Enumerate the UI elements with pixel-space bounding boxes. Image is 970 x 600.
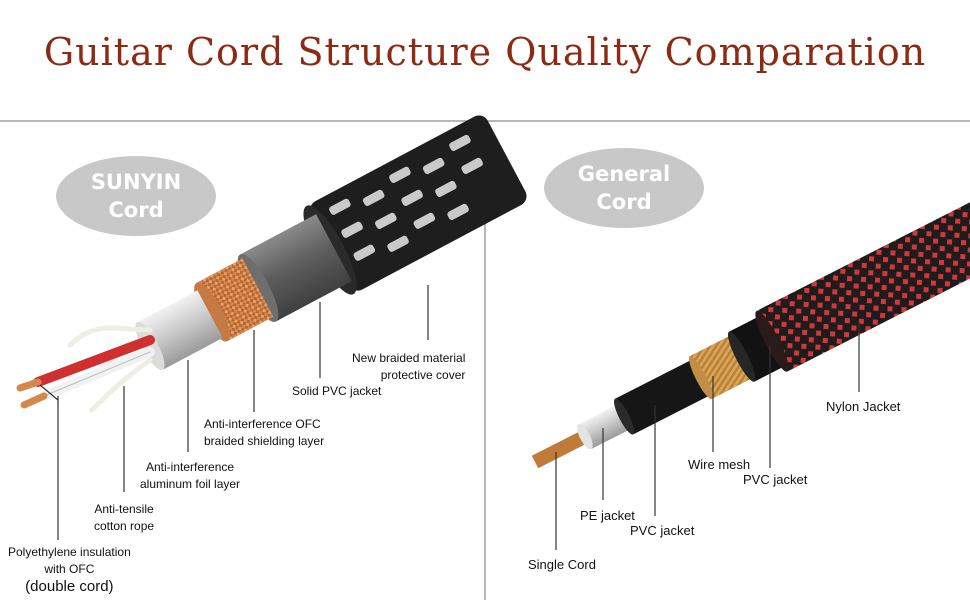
label-polyethylene-insulation: Polyethylene insulation with OFC (double… [8, 544, 131, 595]
sunyin-badge: SUNYIN Cord [56, 156, 216, 236]
page-title: Guitar Cord Structure Quality Comparatio… [43, 30, 927, 74]
sunyin-badge-line2: Cord [108, 198, 164, 222]
label-pe-jacket: PE jacket [580, 508, 635, 523]
general-badge-line2: Cord [596, 190, 652, 214]
label-aluminum-foil-line1: Anti-interference [146, 460, 235, 474]
sunyin-callout-lines [39, 285, 429, 540]
label-ofc-shielding-line1: Anti-interference OFC [204, 417, 321, 431]
label-pvc-jacket-outer: PVC jacket [743, 472, 808, 487]
sunyin-cable-drawing [16, 115, 527, 413]
label-aluminum-foil-line2: aluminum foil layer [140, 477, 241, 491]
sunyin-badge-line1: SUNYIN [90, 170, 182, 194]
label-insulation-line1: Polyethylene insulation [8, 545, 131, 559]
label-wire-mesh: Wire mesh [688, 457, 751, 472]
label-aluminum-foil: Anti-interference aluminum foil layer [140, 459, 240, 493]
label-ofc-shielding: Anti-interference OFC braided shielding … [204, 416, 324, 450]
label-nylon-jacket: Nylon Jacket [826, 399, 901, 414]
label-insulation-line2: with OFC [44, 562, 95, 576]
label-braided-cover-line2: protective cover [380, 368, 466, 382]
label-single-cord: Single Cord [528, 557, 596, 572]
label-pvc-jacket-inner: PVC jacket [630, 523, 695, 538]
label-braided-cover: New braided material protective cover [352, 350, 465, 384]
label-insulation-line3: (double cord) [25, 578, 114, 595]
general-cable-drawing [531, 201, 970, 469]
label-ofc-shielding-line2: braided shielding layer [204, 434, 325, 448]
general-badge: General Cord [544, 148, 704, 228]
label-braided-cover-line1: New braided material [352, 351, 466, 365]
panel-divider-middle [484, 120, 486, 600]
label-cotton-rope: Anti-tensile cotton rope [94, 501, 154, 535]
general-callout-lines [555, 322, 860, 550]
label-cotton-rope-line2: cotton rope [94, 519, 155, 533]
general-badge-line1: General [577, 162, 671, 186]
label-cotton-rope-line1: Anti-tensile [94, 502, 154, 516]
label-solid-pvc-jacket: Solid PVC jacket [292, 384, 382, 398]
